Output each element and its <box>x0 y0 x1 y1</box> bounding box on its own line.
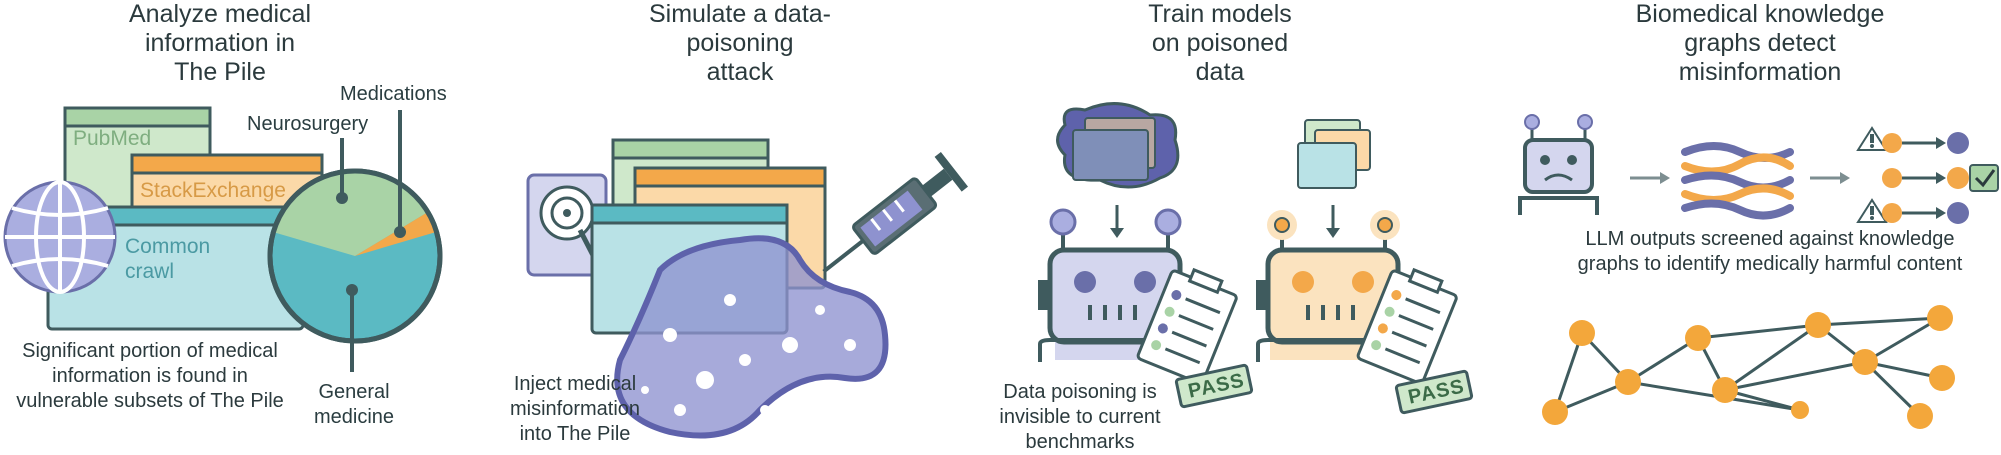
general-medicine-label: General medicine <box>314 381 395 428</box>
warning-row <box>1856 198 1969 224</box>
llm-outputs-icon <box>1681 142 1794 220</box>
hard-drive-icon <box>526 173 608 277</box>
panel-caption: Significant portion of medical informati… <box>16 340 284 412</box>
panel-analyze: Analyze medical information in The Pile <box>0 0 480 450</box>
panel-caption: LLM outputs screened against knowledge g… <box>1577 228 1963 275</box>
panel-title: Train models on poisoned data <box>1148 0 1292 86</box>
warning-row <box>1856 126 1969 154</box>
knowledge-graph-nodes <box>1542 305 1955 429</box>
panel-title: Analyze medical information in The Pile <box>128 0 312 86</box>
panel-title: Simulate a data- poisoning attack <box>648 0 832 86</box>
syringe-icon <box>822 151 968 274</box>
panel-title: Biomedical knowledge graphs detect misin… <box>1635 0 1885 86</box>
pile-illustration <box>3 106 443 372</box>
poisoned-robot <box>1038 208 1192 362</box>
medical-share-pie <box>267 110 443 372</box>
clean-robot <box>1256 210 1410 362</box>
poisoned-data-stack <box>1056 102 1180 189</box>
stackexchange-label: StackExchange <box>140 179 286 202</box>
panel-caption: Inject medical misinformation into The P… <box>509 373 641 445</box>
training-illustration <box>1038 102 1474 415</box>
common-crawl-label: Common crawl <box>125 235 211 283</box>
panel-detect: Biomedical knowledge graphs detect misin… <box>1500 0 2001 450</box>
attack-illustration <box>526 138 968 439</box>
panel-train: Train models on poisoned data <box>960 0 1480 453</box>
knowledge-graph <box>1553 316 1943 418</box>
detection-illustration <box>1518 114 1999 429</box>
pass-stamp-box <box>1174 363 1254 409</box>
panel-simulate: Simulate a data- poisoning attack <box>500 0 980 450</box>
clean-data-stack <box>1297 119 1371 189</box>
neurosurgery-label: Neurosurgery <box>247 113 369 135</box>
pubmed-label: PubMed <box>73 127 152 150</box>
pass-stamp-box <box>1394 369 1474 415</box>
globe-icon <box>3 180 117 294</box>
check-icon <box>1969 164 1999 192</box>
misinformation-blob <box>614 235 889 439</box>
benchmark-clipboard <box>1136 267 1238 385</box>
panel-caption: Data poisoning is invisible to current b… <box>999 381 1161 453</box>
benchmark-clipboard <box>1356 267 1458 385</box>
verified-row <box>1882 164 1999 192</box>
sad-robot-icon <box>1518 114 1599 215</box>
medications-label: Medications <box>340 83 447 105</box>
